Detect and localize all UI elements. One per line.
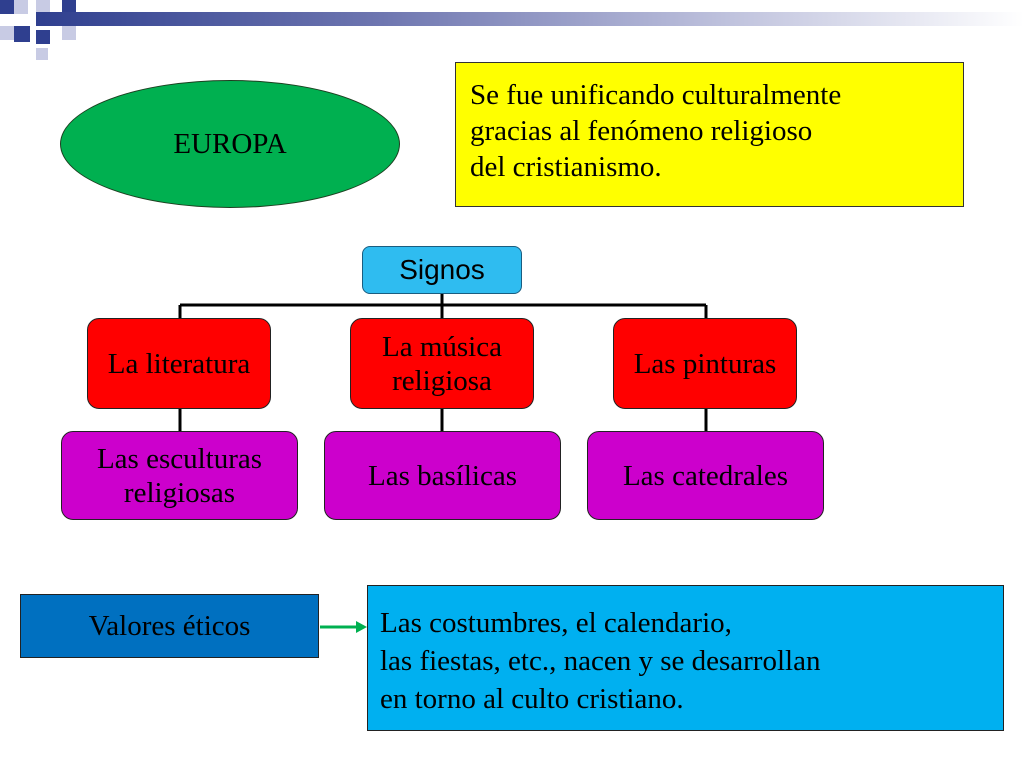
node-label: Las catedrales [622, 459, 789, 492]
node-label: Las basílicas [368, 459, 517, 492]
node-literatura: La literatura [87, 318, 271, 409]
corner-square-decoration [36, 30, 50, 44]
root-node-signos: Signos [362, 246, 522, 294]
note-line: Las costumbres, el calendario, [380, 607, 732, 639]
note-line: en torno al culto cristiano. [380, 683, 684, 715]
node-esculturas-religiosas: Las esculturas religiosas [61, 431, 298, 520]
note-line: gracias al fenómeno religioso [470, 115, 813, 147]
corner-square-decoration [14, 26, 30, 42]
corner-square-decoration [0, 0, 14, 14]
europa-ellipse: EUROPA [60, 80, 400, 208]
corner-square-decoration [14, 0, 28, 14]
node-label: La literatura [107, 347, 251, 380]
corner-square-decoration [0, 26, 14, 40]
valores-label: Valores éticos [88, 609, 251, 642]
corner-square-decoration [62, 0, 76, 12]
top-gradient-bar [36, 12, 1024, 26]
corner-square-decoration [36, 0, 50, 12]
europa-label: EUROPA [173, 127, 287, 160]
note-line: Se fue unificando culturalmente [470, 79, 842, 111]
unification-note-box: Se fue unificando culturalmente gracias … [455, 62, 964, 207]
root-label: Signos [399, 254, 485, 285]
node-pinturas: Las pinturas [613, 318, 797, 409]
note-line: del cristianismo. [470, 151, 662, 183]
node-label: Las esculturas religiosas [96, 442, 263, 509]
customs-note-box: Las costumbres, el calendario, las fiest… [367, 585, 1004, 731]
corner-square-decoration [36, 48, 48, 60]
node-label: La música religiosa [382, 330, 502, 397]
valores-eticos-box: Valores éticos [20, 594, 319, 658]
corner-square-decoration [62, 26, 76, 40]
node-musica-religiosa: La música religiosa [350, 318, 534, 409]
green-arrow [320, 621, 367, 633]
node-catedrales: Las catedrales [587, 431, 824, 520]
node-basilicas: Las basílicas [324, 431, 561, 520]
note-line: las fiestas, etc., nacen y se desarrolla… [380, 645, 821, 677]
node-label: Las pinturas [633, 347, 777, 380]
